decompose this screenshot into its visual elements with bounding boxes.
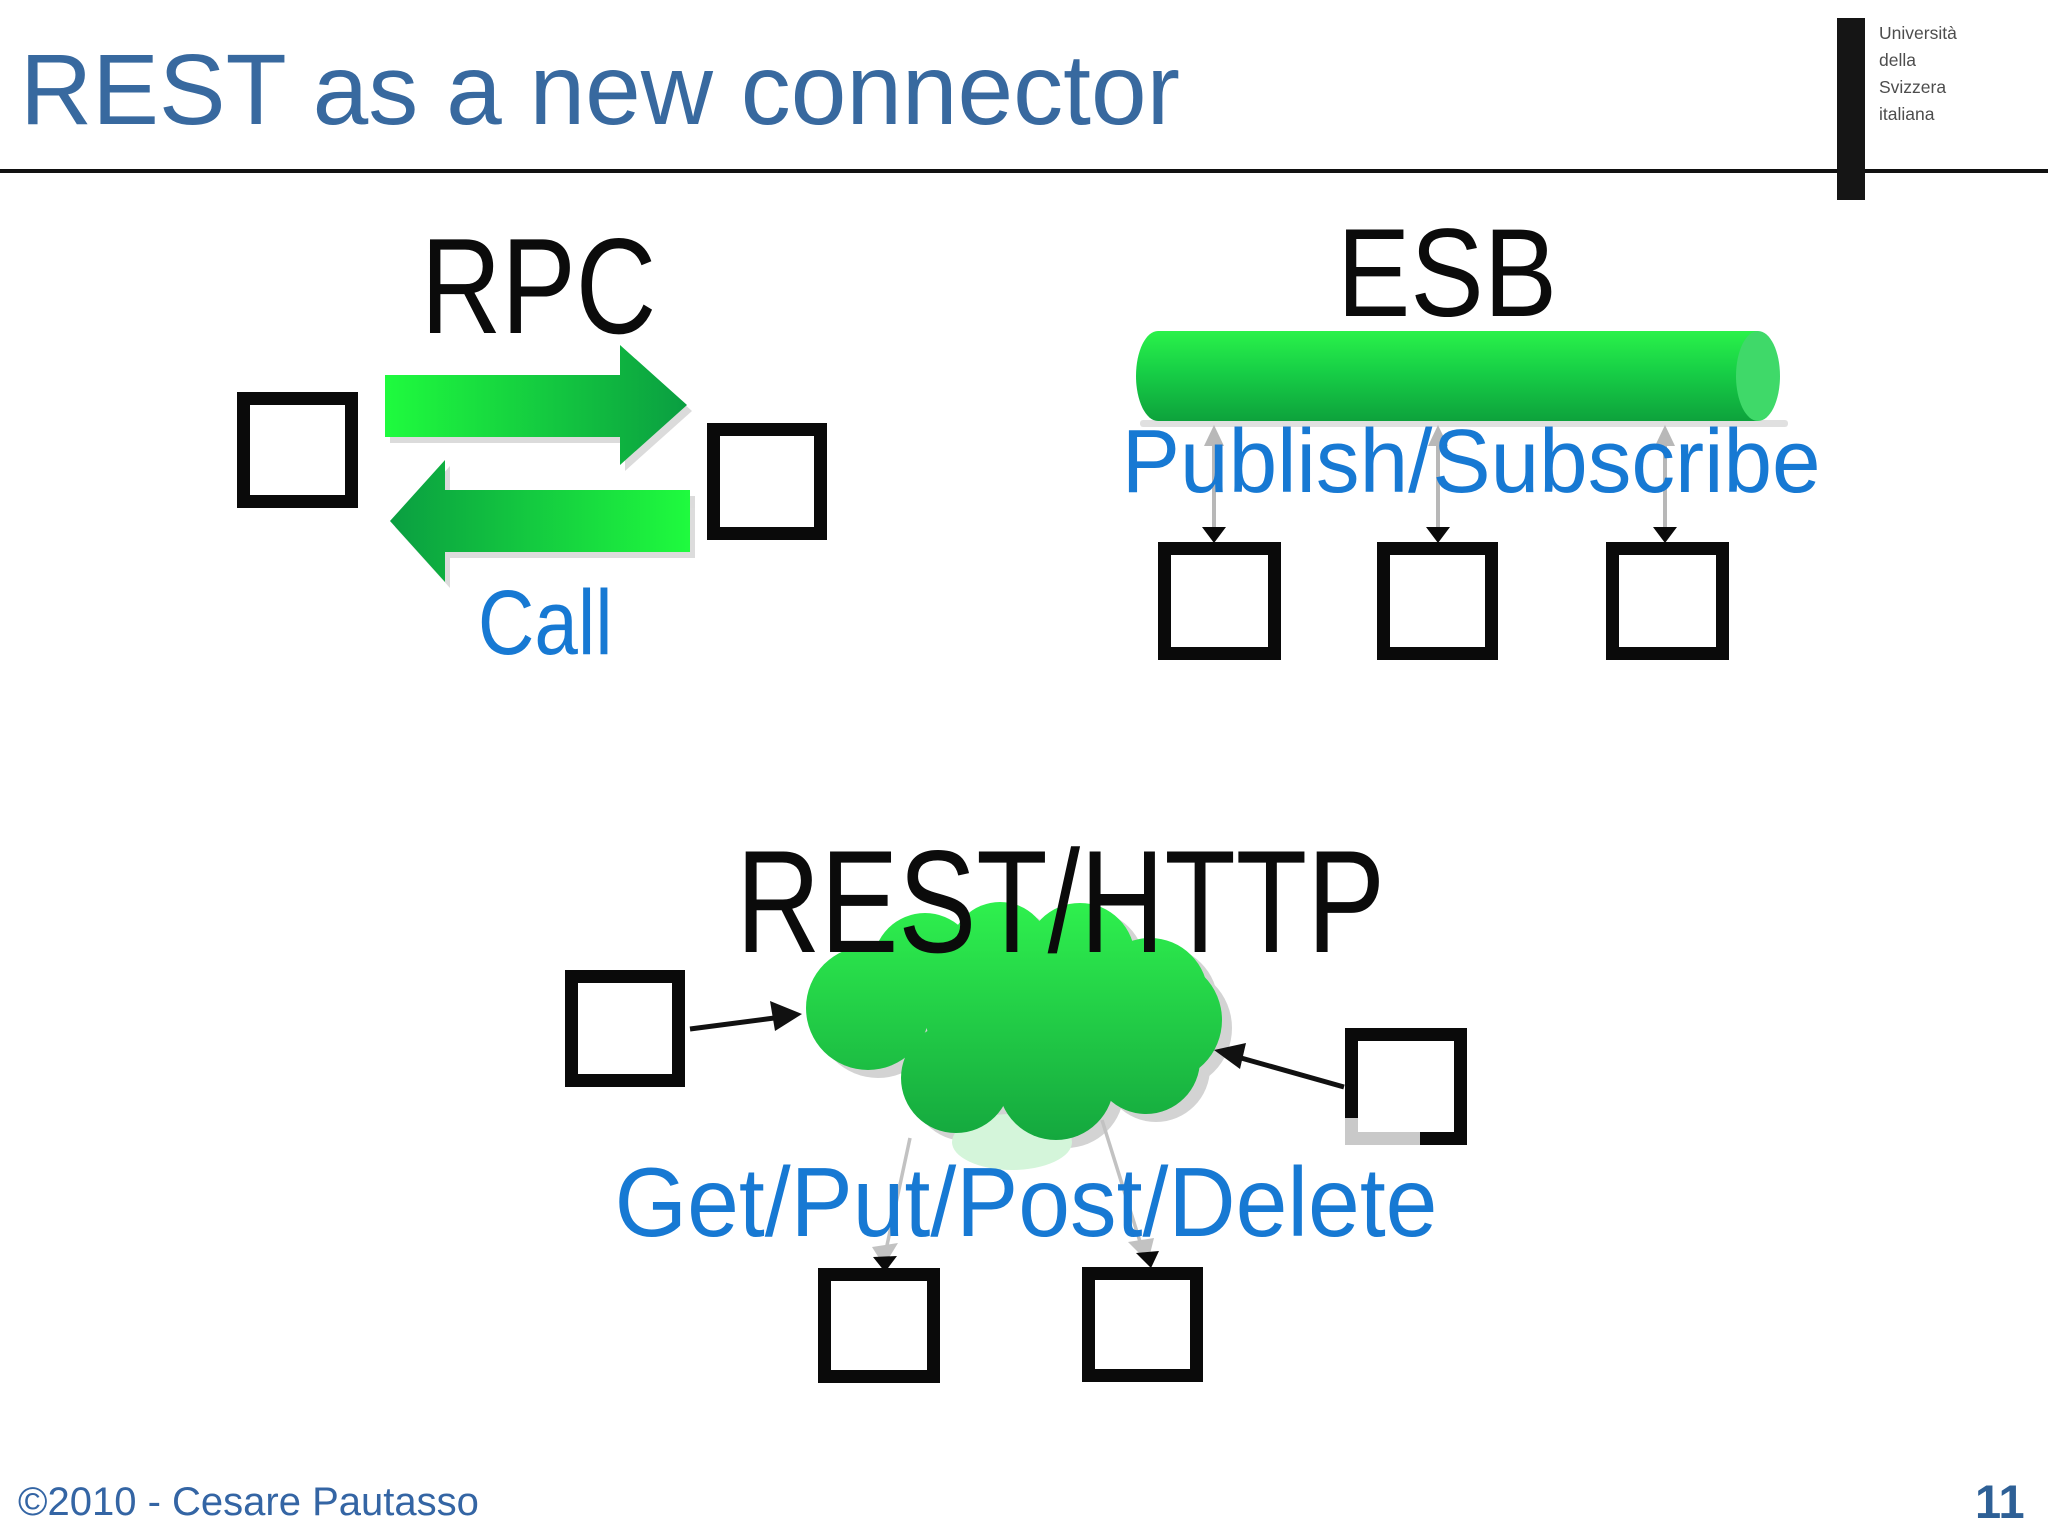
university-logo-text: Università della Svizzera italiana bbox=[1879, 20, 1957, 128]
rpc-server-box bbox=[707, 423, 827, 540]
logo-line-1: Università bbox=[1879, 23, 1957, 43]
rpc-request-arrow bbox=[385, 345, 687, 465]
rest-cloud bbox=[806, 902, 1222, 1140]
title-underline bbox=[0, 169, 2048, 173]
rpc-client-box bbox=[237, 392, 358, 508]
copyright-text: ©2010 - Cesare Pautasso bbox=[18, 1480, 479, 1524]
esb-bus-shadow bbox=[1140, 420, 1788, 427]
rest-client-box-right bbox=[1345, 1028, 1467, 1145]
rest-resource-box-2 bbox=[1082, 1267, 1203, 1382]
rest-down-arrow-2 bbox=[1100, 1119, 1159, 1268]
esb-title: ESB bbox=[1337, 204, 1558, 343]
rest-resource-box-1 bbox=[818, 1268, 940, 1383]
logo-line-4: italiana bbox=[1879, 104, 1935, 124]
rpc-title: RPC bbox=[420, 210, 657, 362]
rpc-call-label: Call bbox=[477, 572, 613, 674]
esb-bus-cylinder bbox=[1136, 331, 1758, 421]
rest-left-arrow bbox=[689, 1001, 802, 1032]
university-logo-bar bbox=[1837, 18, 1865, 200]
page-title: REST as a new connector bbox=[20, 34, 1180, 146]
rest-methods-label: Get/Put/Post/Delete bbox=[614, 1147, 1438, 1257]
logo-line-2: della bbox=[1879, 50, 1916, 70]
esb-connector-arrow-2 bbox=[1426, 425, 1450, 543]
page-number: 11 bbox=[1975, 1475, 2025, 1528]
rest-down-arrow-1 bbox=[872, 1137, 912, 1272]
rest-client-box-left bbox=[565, 970, 685, 1087]
esb-endpoint-box-2 bbox=[1377, 542, 1498, 660]
esb-connector-arrow-1 bbox=[1202, 425, 1226, 543]
rest-client-box-right-gray-corner-h bbox=[1345, 1132, 1420, 1145]
esb-bus-cap bbox=[1736, 331, 1780, 421]
esb-endpoint-box-3 bbox=[1606, 542, 1729, 660]
logo-line-3: Svizzera bbox=[1879, 77, 1947, 97]
rest-title: REST/HTTP bbox=[736, 820, 1386, 983]
rest-right-arrow bbox=[1214, 1043, 1345, 1090]
esb-endpoint-box-1 bbox=[1158, 542, 1281, 660]
esb-publish-subscribe-label: Publish/Subscribe bbox=[1121, 412, 1821, 512]
esb-connector-arrow-3 bbox=[1653, 425, 1677, 543]
rpc-response-arrow bbox=[390, 460, 690, 582]
